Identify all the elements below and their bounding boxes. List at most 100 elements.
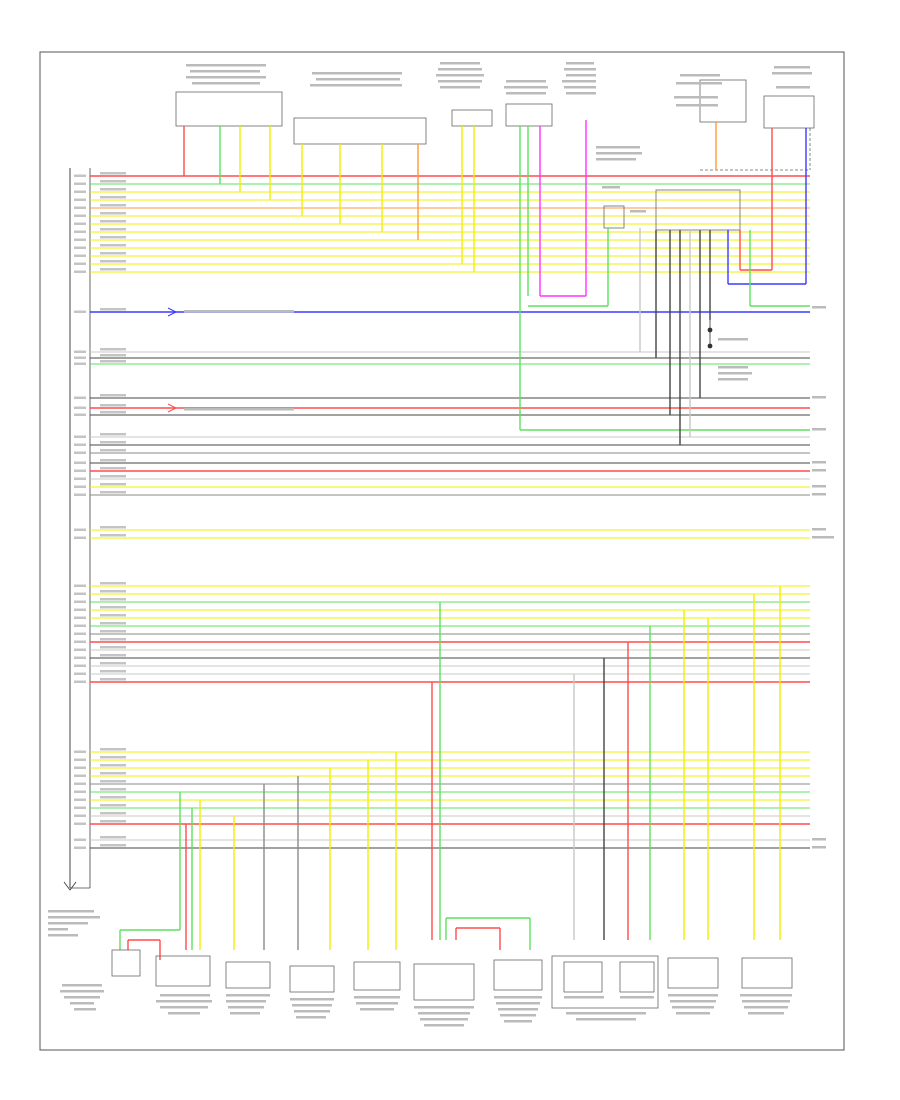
pin-label-14 [74, 310, 86, 313]
pin-label-17 [74, 362, 86, 365]
wire-color-code-51 [100, 804, 126, 807]
pin-label-40 [74, 656, 86, 659]
sensor-5 [353, 961, 401, 991]
pin-label-27 [74, 485, 86, 488]
sensor-7 [493, 959, 543, 991]
pin-label-36 [74, 624, 86, 627]
wire-color-code-13 [100, 268, 126, 271]
pin-label-5 [74, 206, 86, 209]
pin-label-49 [74, 790, 86, 793]
wire-color-code-32 [100, 590, 126, 593]
wire-color-code-19 [100, 404, 126, 407]
wire-color-code-34 [100, 606, 126, 609]
pin-label-2 [74, 182, 86, 185]
pin-label-20 [74, 413, 86, 416]
wire-color-code-39 [100, 646, 126, 649]
pin-label-7 [74, 222, 86, 225]
ground-point [707, 320, 752, 381]
bottom-vertical-wires [119, 586, 781, 960]
pin-label-11 [74, 254, 86, 257]
pin-label-21 [74, 435, 86, 438]
pin-label-46 [74, 766, 86, 769]
wire-color-code-14 [100, 308, 126, 311]
wire-color-code-54 [100, 836, 126, 839]
wire-color-code-20 [100, 411, 126, 414]
top-connector-8 [763, 95, 815, 129]
pin-label-39 [74, 648, 86, 651]
wire-color-code-10 [100, 244, 126, 247]
pin-label-28 [74, 493, 86, 496]
top-connector-5 [603, 205, 625, 229]
wire-color-code-50 [100, 796, 126, 799]
wire-color-code-38 [100, 638, 126, 641]
pin-label-31 [74, 584, 86, 587]
wire-color-code-25 [100, 467, 126, 470]
wire-color-code-21 [100, 433, 126, 436]
top-component-labels [186, 62, 812, 213]
wire-color-code-5 [100, 204, 126, 207]
pin-label-50 [74, 798, 86, 801]
right-edge-stubs [812, 306, 834, 849]
bottom-components [111, 949, 793, 1009]
wire-color-code-2 [100, 180, 126, 183]
wire-color-code-43 [100, 678, 126, 681]
wire-color-code-8 [100, 228, 126, 231]
wire-color-code-35 [100, 614, 126, 617]
wire-color-code-41 [100, 662, 126, 665]
sensor-12 [741, 957, 793, 989]
pin-label-41 [74, 664, 86, 667]
wire-color-code-3 [100, 188, 126, 191]
pin-label-48 [74, 782, 86, 785]
sensor-3 [225, 961, 271, 989]
pin-label-19 [74, 406, 86, 409]
pin-label-1 [74, 174, 86, 177]
pin-label-54 [74, 838, 86, 841]
pin-label-53 [74, 822, 86, 825]
pin-label-33 [74, 600, 86, 603]
sensor-6 [413, 963, 475, 1001]
pin-label-47 [74, 774, 86, 777]
wire-color-code-16 [100, 354, 126, 357]
sensor-11 [667, 957, 719, 989]
top-vertical-wires [183, 120, 810, 445]
wire-color-code-18 [100, 394, 126, 397]
top-connector-2 [293, 117, 427, 145]
pin-label-25 [74, 469, 86, 472]
pin-label-column [74, 174, 86, 849]
pin-label-18 [74, 396, 86, 399]
sensor-2 [155, 955, 211, 987]
wire-color-code-48 [100, 780, 126, 783]
pin-label-24 [74, 461, 86, 464]
wire-color-code-53 [100, 820, 126, 823]
top-connector-6 [655, 189, 741, 231]
wire-color-code-22 [100, 441, 126, 444]
pin-label-3 [74, 190, 86, 193]
wire-color-code-55 [100, 844, 126, 847]
pin-label-35 [74, 616, 86, 619]
pin-label-32 [74, 592, 86, 595]
pin-label-51 [74, 806, 86, 809]
pin-label-42 [74, 672, 86, 675]
wire-color-code-31 [100, 582, 126, 585]
pin-label-22 [74, 443, 86, 446]
pin-label-37 [74, 632, 86, 635]
wire-color-code-4 [100, 196, 126, 199]
wire-color-code-12 [100, 260, 126, 263]
wire-color-code-17 [100, 360, 126, 363]
pin-label-45 [74, 758, 86, 761]
wire-color-code-6 [100, 212, 126, 215]
wire-color-code-33 [100, 598, 126, 601]
pin-label-30 [74, 536, 86, 539]
top-connector-3 [451, 109, 493, 127]
wire-color-code-7 [100, 220, 126, 223]
wire-color-code-47 [100, 772, 126, 775]
pin-label-8 [74, 230, 86, 233]
pin-label-13 [74, 270, 86, 273]
pin-label-44 [74, 750, 86, 753]
wire-layer [90, 172, 810, 849]
pin-label-6 [74, 214, 86, 217]
wire-color-code-49 [100, 788, 126, 791]
sensor-9 [563, 961, 603, 993]
wire-color-code-40 [100, 654, 126, 657]
